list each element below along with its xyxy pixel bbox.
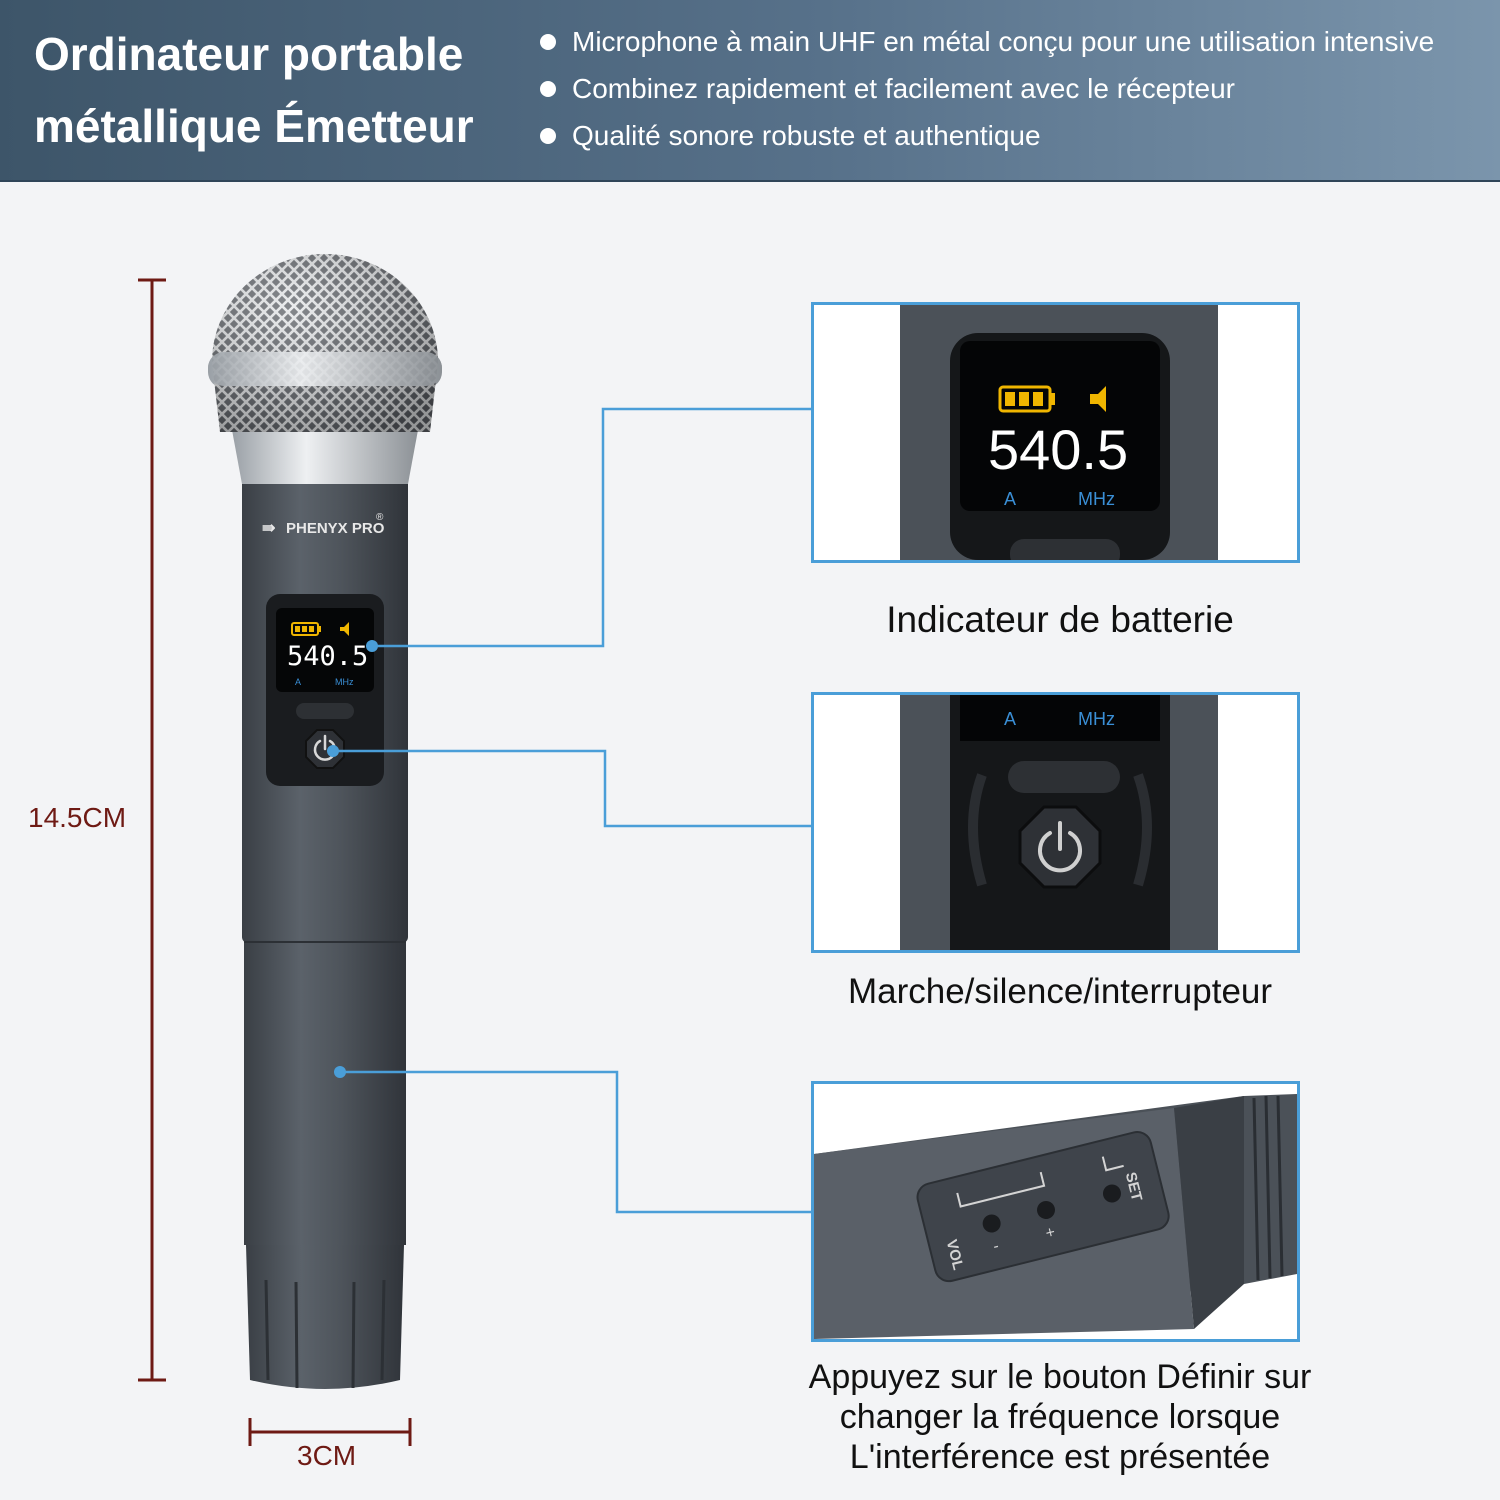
power-icon (1038, 821, 1082, 873)
set-detail-image: - + VOL SET (814, 1094, 1297, 1339)
brand-name: PHENYX PRO (286, 520, 385, 537)
mic-collar (232, 430, 418, 484)
feature-item: Combinez rapidement et facilement avec l… (540, 65, 1434, 112)
detail-lcd-channel: A (1004, 709, 1016, 729)
bullet-icon (540, 80, 556, 97)
detail-lcd-frequency: 540.5 (988, 418, 1128, 481)
mic-lcd-screen (276, 608, 374, 692)
detail-lcd-channel: A (1004, 489, 1016, 509)
leader-line-power (333, 749, 811, 828)
battery-detail-image: 540.5 A MHz (900, 305, 1218, 560)
leader-line-battery (372, 407, 811, 648)
vol-plus-button (1036, 1200, 1055, 1219)
detail-lcd-unit: MHz (1078, 489, 1115, 509)
pointer-dot-battery (366, 640, 378, 652)
height-dimension-line (138, 278, 166, 1382)
mute-slider (296, 703, 354, 719)
feature-item: Qualité sonore robuste et authentique (540, 112, 1434, 159)
header-banner: Ordinateur portable métallique Émetteur … (0, 0, 1500, 182)
callout-set-box: - + VOL SET (811, 1081, 1300, 1342)
pointer-dot-set (334, 1066, 346, 1078)
bullet-icon (540, 33, 556, 50)
feature-list: Microphone à main UHF en métal conçu pou… (540, 18, 1434, 159)
mic-base-cap (246, 1245, 404, 1389)
vol-minus-button (982, 1214, 1001, 1233)
detail-lcd-unit: MHz (1078, 709, 1115, 729)
power-detail-image: A MHz (900, 695, 1218, 950)
title-line-2: métallique Émetteur (34, 100, 474, 152)
feature-item: Microphone à main UHF en métal conçu pou… (540, 18, 1434, 65)
set-button (1102, 1184, 1121, 1203)
title-line-1: Ordinateur portable (34, 28, 464, 80)
set-caption-line-2: changer la fréquence lorsque (839, 1398, 1281, 1436)
leader-line-set (340, 1070, 811, 1214)
width-dimension-line (248, 1418, 412, 1446)
width-dimension-label: 3CM (297, 1440, 357, 1471)
set-caption: Appuyez sur le bouton Définir sur change… (760, 1357, 1360, 1477)
vol-label: VOL (943, 1238, 967, 1272)
brand-arrow-icon: ⇛ (262, 520, 275, 537)
minus-label: - (991, 1238, 1000, 1256)
lcd-channel: A (295, 677, 301, 687)
microphone: ⇛ PHENYX PRO ® 540.5 A MHz (208, 254, 442, 1389)
speaker-icon (340, 622, 349, 636)
callout-power-box: A MHz (811, 692, 1300, 953)
set-caption-line-1: Appuyez sur le bouton Définir sur (808, 1358, 1312, 1396)
battery-icon (998, 385, 1055, 413)
page-title: Ordinateur portable métallique Émetteur (34, 18, 544, 162)
leader-lines (333, 407, 811, 1214)
lcd-unit: MHz (335, 677, 354, 687)
pointer-dot-power (327, 745, 339, 757)
height-dimension-label: 14.5CM (28, 802, 127, 833)
power-caption: Marche/silence/interrupteur (847, 972, 1273, 1011)
mute-slider (1008, 761, 1120, 793)
battery-icon (291, 622, 321, 636)
plus-label: + (1044, 1224, 1057, 1243)
battery-caption: Indicateur de batterie (886, 599, 1234, 640)
mic-lower-body (244, 940, 406, 1245)
lcd-frequency: 540.5 (287, 641, 368, 672)
speaker-icon (1090, 386, 1106, 412)
bullet-icon (540, 127, 556, 144)
set-caption-line-3: L'interférence est présentée (849, 1438, 1271, 1476)
callout-battery-box: 540.5 A MHz (811, 302, 1300, 563)
set-label: SET (1122, 1170, 1146, 1202)
registered-mark: ® (376, 512, 384, 523)
